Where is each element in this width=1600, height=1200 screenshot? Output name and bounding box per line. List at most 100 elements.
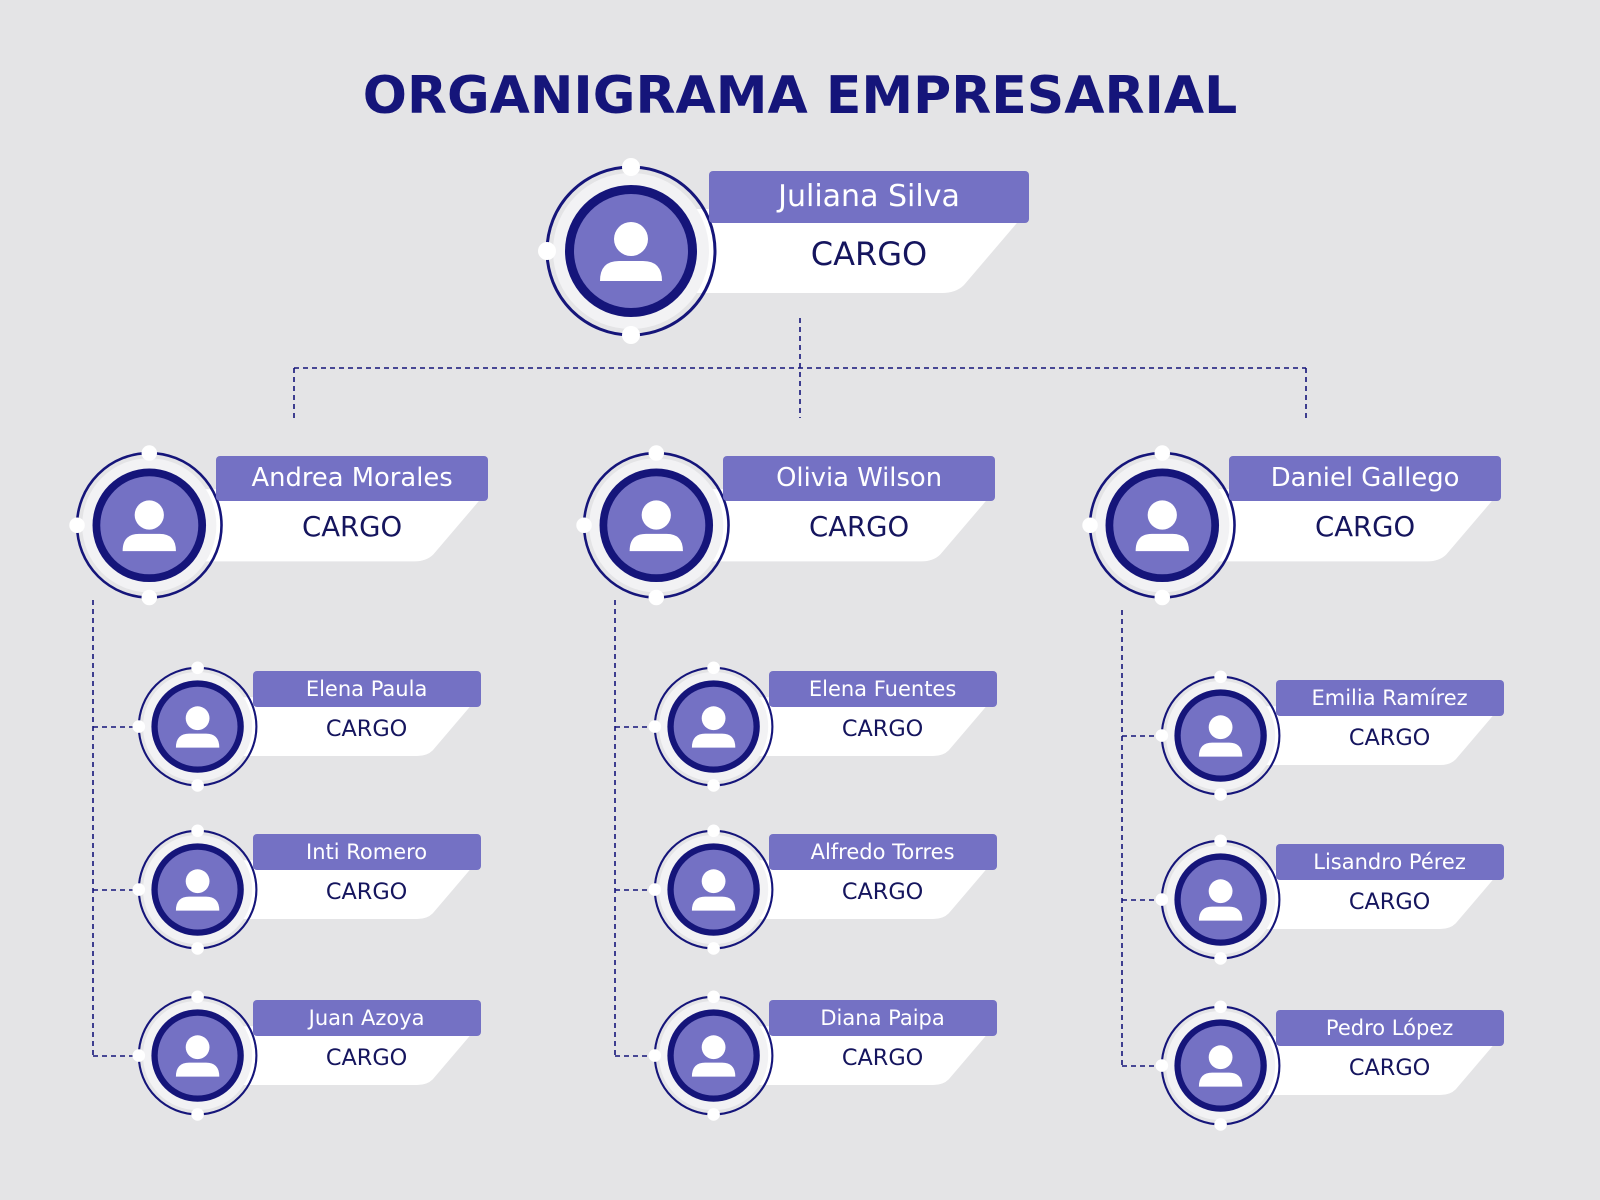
ring-dot [1214,670,1228,684]
person-name: Lisandro Pérez [1275,843,1504,881]
ring-dot [707,990,721,1004]
card-background [1248,1036,1500,1096]
ring-dot [191,1108,205,1122]
card-background [671,209,1026,293]
node-graphic [648,990,993,1122]
card-background [225,860,477,920]
person-role: CARGO [841,1044,924,1071]
card-background [741,860,993,920]
ring-dot [132,883,146,897]
person-role: CARGO [841,715,924,742]
ring-dot [132,1049,146,1063]
card-background [1248,706,1500,766]
ring-dot [191,779,205,793]
person-name: Alfredo Torres [768,833,997,871]
node-graphic [1155,1000,1500,1132]
node-graphic [576,445,993,605]
person-role: CARGO [325,1044,408,1071]
node-graphic [538,158,1026,344]
ring-dot [69,517,85,533]
card-background [1248,870,1500,930]
person-name: Andrea Morales [216,456,489,501]
ring-dot [191,990,205,1004]
node-graphic [69,445,486,605]
ring-dot [1155,893,1169,907]
node-graphic [1155,834,1500,966]
person-role: CARGO [841,878,924,905]
node-graphic [648,661,993,793]
card-background [1196,488,1499,562]
person-icon [1199,1045,1243,1087]
node-graphic [1082,445,1499,605]
person-icon [176,869,220,911]
person-role: CARGO [325,715,408,742]
ring-dot [707,942,721,956]
card-background [225,1026,477,1086]
person-role: CARGO [1348,724,1431,751]
ring-dot [1155,729,1169,743]
person-name: Diana Paipa [768,999,997,1037]
person-icon [692,1035,736,1077]
node-graphic [132,990,477,1122]
ring-dot [576,517,592,533]
ring-dot [191,661,205,675]
person-name: Juan Azoya [252,999,481,1037]
card-background [183,488,486,562]
ring-dot [1082,517,1098,533]
person-role: CARGO [302,511,403,544]
ring-dot [648,589,664,605]
card-background [690,488,993,562]
person-role: CARGO [810,235,928,273]
ring-dot [132,720,146,734]
ring-dot [1214,952,1228,966]
ring-dot [648,720,662,734]
ring-dot [622,158,640,176]
person-role: CARGO [1315,511,1416,544]
person-role: CARGO [1348,888,1431,915]
person-icon [176,1035,220,1077]
chart-title: ORGANIGRAMA EMPRESARIAL [362,66,1238,126]
person-name: Emilia Ramírez [1275,679,1504,717]
ring-dot [1214,834,1228,848]
ring-dot [1214,1000,1228,1014]
ring-dot [141,589,157,605]
person-role: CARGO [325,878,408,905]
ring-dot [1214,788,1228,802]
person-icon [692,706,736,748]
ring-dot [538,242,556,260]
ring-dot [1155,1059,1169,1073]
ring-dot [707,779,721,793]
ring-dot [1214,1118,1228,1132]
node-graphic [1155,670,1500,802]
person-name: Pedro López [1275,1009,1504,1047]
ring-dot [648,1049,662,1063]
ring-dot [141,445,157,461]
person-icon [176,706,220,748]
ring-dot [1154,589,1170,605]
card-background [741,1026,993,1086]
person-name: Inti Romero [252,833,481,871]
person-icon [692,869,736,911]
ring-dot [648,445,664,461]
node-graphic [648,824,993,956]
person-icon [1199,715,1243,757]
person-role: CARGO [1348,1054,1431,1081]
person-name: Juliana Silva [709,171,1029,223]
person-name: Daniel Gallego [1229,456,1502,501]
person-icon [600,222,662,281]
card-background [741,697,993,757]
person-name: Elena Fuentes [768,670,997,708]
ring-dot [707,824,721,838]
person-icon [629,500,683,551]
node-graphic [132,661,477,793]
person-icon [1199,879,1243,921]
card-background [225,697,477,757]
ring-dot [648,883,662,897]
ring-dot [707,661,721,675]
person-icon [1135,500,1189,551]
ring-dot [1154,445,1170,461]
ring-dot [191,824,205,838]
person-name: Elena Paula [252,670,481,708]
person-name: Olivia Wilson [723,456,996,501]
